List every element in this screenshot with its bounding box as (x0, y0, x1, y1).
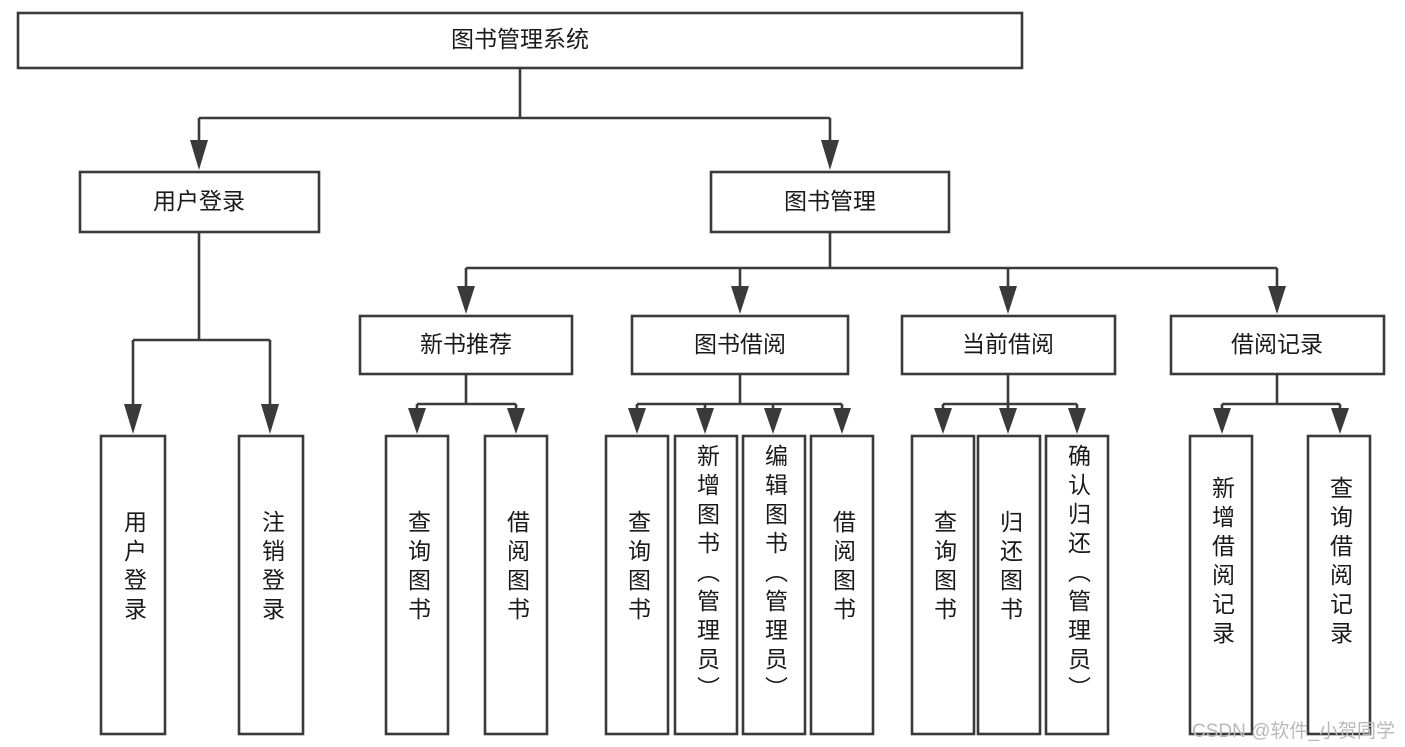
node-user-login-box[interactable] (78, 170, 321, 234)
leaf-query-record-box[interactable] (1306, 434, 1372, 736)
node-borrow-record[interactable]: 借阅记录 (1169, 314, 1386, 376)
node-book-mgmt-box[interactable] (709, 170, 951, 234)
arrow-head-leaf-add-book (696, 408, 714, 434)
arrow-head-leaf-logout (261, 404, 279, 434)
connector-layer (124, 68, 1349, 434)
leaf-add-book-label: 新增图书（管理员） (693, 444, 720, 705)
arrow-head-leaf-query-book-3 (934, 408, 952, 434)
leaf-logout-box[interactable] (237, 434, 305, 736)
arrow-head-leaf-add-record (1213, 408, 1231, 434)
leaf-query-book-3-label: 查询图书 (930, 510, 957, 626)
leaf-add-book[interactable]: 新增图书（管理员） (673, 434, 739, 736)
leaf-return-book-label: 归还图书 (996, 510, 1023, 626)
leaf-borrow-book-1-label: 借阅图书 (503, 510, 530, 626)
leaf-query-book-2-label: 查询图书 (624, 510, 651, 626)
leaf-query-book-3[interactable]: 查询图书 (910, 434, 976, 736)
arrow-head-leaf-return-book (999, 408, 1017, 434)
leaf-logout[interactable]: 注销登录 (237, 434, 305, 736)
leaf-add-record[interactable]: 新增借阅记录 (1188, 434, 1254, 736)
leaf-query-record[interactable]: 查询借阅记录 (1306, 434, 1372, 736)
leaf-query-book-1-box[interactable] (384, 434, 450, 736)
leaf-borrow-book-2-label: 借阅图书 (829, 510, 856, 626)
leaf-query-book-2[interactable]: 查询图书 (604, 434, 670, 736)
leaf-user-login-box[interactable] (99, 434, 167, 736)
node-current-borrow[interactable]: 当前借阅 (900, 314, 1117, 376)
leaf-borrow-book-2[interactable]: 借阅图书 (809, 434, 875, 736)
node-user-login-label: 用户登录 (153, 188, 245, 214)
leaf-return-book-box[interactable] (976, 434, 1042, 736)
leaf-user-login[interactable]: 用户登录 (99, 434, 167, 736)
leaf-edit-book[interactable]: 编辑图书（管理员） (741, 434, 807, 736)
arrow-head-book-mgmt (821, 140, 839, 170)
node-new-book-rec-label: 新书推荐 (420, 331, 512, 357)
node-current-borrow-box[interactable] (900, 314, 1117, 376)
arrow-head-leaf-confirm-return (1068, 408, 1086, 434)
arrow-head-leaf-user-login (124, 404, 142, 434)
leaf-query-book-1[interactable]: 查询图书 (384, 434, 450, 736)
arrow-head-leaf-borrow-book-2 (833, 408, 851, 434)
leaf-query-book-2-box[interactable] (604, 434, 670, 736)
node-new-book-rec[interactable]: 新书推荐 (358, 314, 574, 376)
arrow-head-current-borrow (999, 286, 1017, 314)
node-book-mgmt-label: 图书管理 (784, 188, 876, 214)
leaf-edit-book-box[interactable] (741, 434, 807, 736)
arrow-head-new-book-rec (457, 286, 475, 314)
node-book-borrow[interactable]: 图书借阅 (630, 314, 850, 376)
leaf-logout-label: 注销登录 (258, 510, 285, 626)
arrow-head-leaf-query-book-1 (408, 408, 426, 434)
node-book-borrow-box[interactable] (630, 314, 850, 376)
node-current-borrow-label: 当前借阅 (962, 331, 1054, 357)
leaf-borrow-book-1[interactable]: 借阅图书 (483, 434, 549, 736)
leaf-borrow-book-1-box[interactable] (483, 434, 549, 736)
leaf-edit-book-label: 编辑图书（管理员） (761, 444, 788, 705)
node-root[interactable]: 图书管理系统 (16, 11, 1024, 70)
node-book-borrow-label: 图书借阅 (694, 331, 786, 357)
node-book-mgmt[interactable]: 图书管理 (709, 170, 951, 234)
node-user-login[interactable]: 用户登录 (78, 170, 321, 234)
arrow-head-borrow-record (1268, 286, 1286, 314)
leaf-confirm-return-label: 确认归还（管理员） (1064, 444, 1091, 705)
node-root-label: 图书管理系统 (451, 26, 589, 52)
leaf-add-record-label: 新增借阅记录 (1208, 476, 1235, 650)
node-borrow-record-label: 借阅记录 (1231, 331, 1323, 357)
arrow-head-leaf-query-book-2 (628, 408, 646, 434)
leaf-return-book[interactable]: 归还图书 (976, 434, 1042, 736)
node-borrow-record-box[interactable] (1169, 314, 1386, 376)
leaf-confirm-return-box[interactable] (1044, 434, 1110, 736)
leaf-add-record-box[interactable] (1188, 434, 1254, 736)
arrow-head-book-borrow (731, 286, 749, 314)
leaf-query-book-1-label: 查询图书 (404, 510, 431, 626)
arrow-head-leaf-query-record (1331, 408, 1349, 434)
leaf-query-book-3-box[interactable] (910, 434, 976, 736)
arrow-head-leaf-borrow-book-1 (507, 408, 525, 434)
leaf-add-book-box[interactable] (673, 434, 739, 736)
leaf-query-record-label: 查询借阅记录 (1326, 476, 1353, 650)
leaf-borrow-book-2-box[interactable] (809, 434, 875, 736)
node-root-box[interactable] (16, 11, 1024, 70)
arrow-head-leaf-edit-book (764, 408, 782, 434)
node-new-book-rec-box[interactable] (358, 314, 574, 376)
arrow-head-user-login (190, 140, 208, 170)
leaf-user-login-label: 用户登录 (120, 510, 147, 626)
leaf-confirm-return[interactable]: 确认归还（管理员） (1044, 434, 1110, 736)
